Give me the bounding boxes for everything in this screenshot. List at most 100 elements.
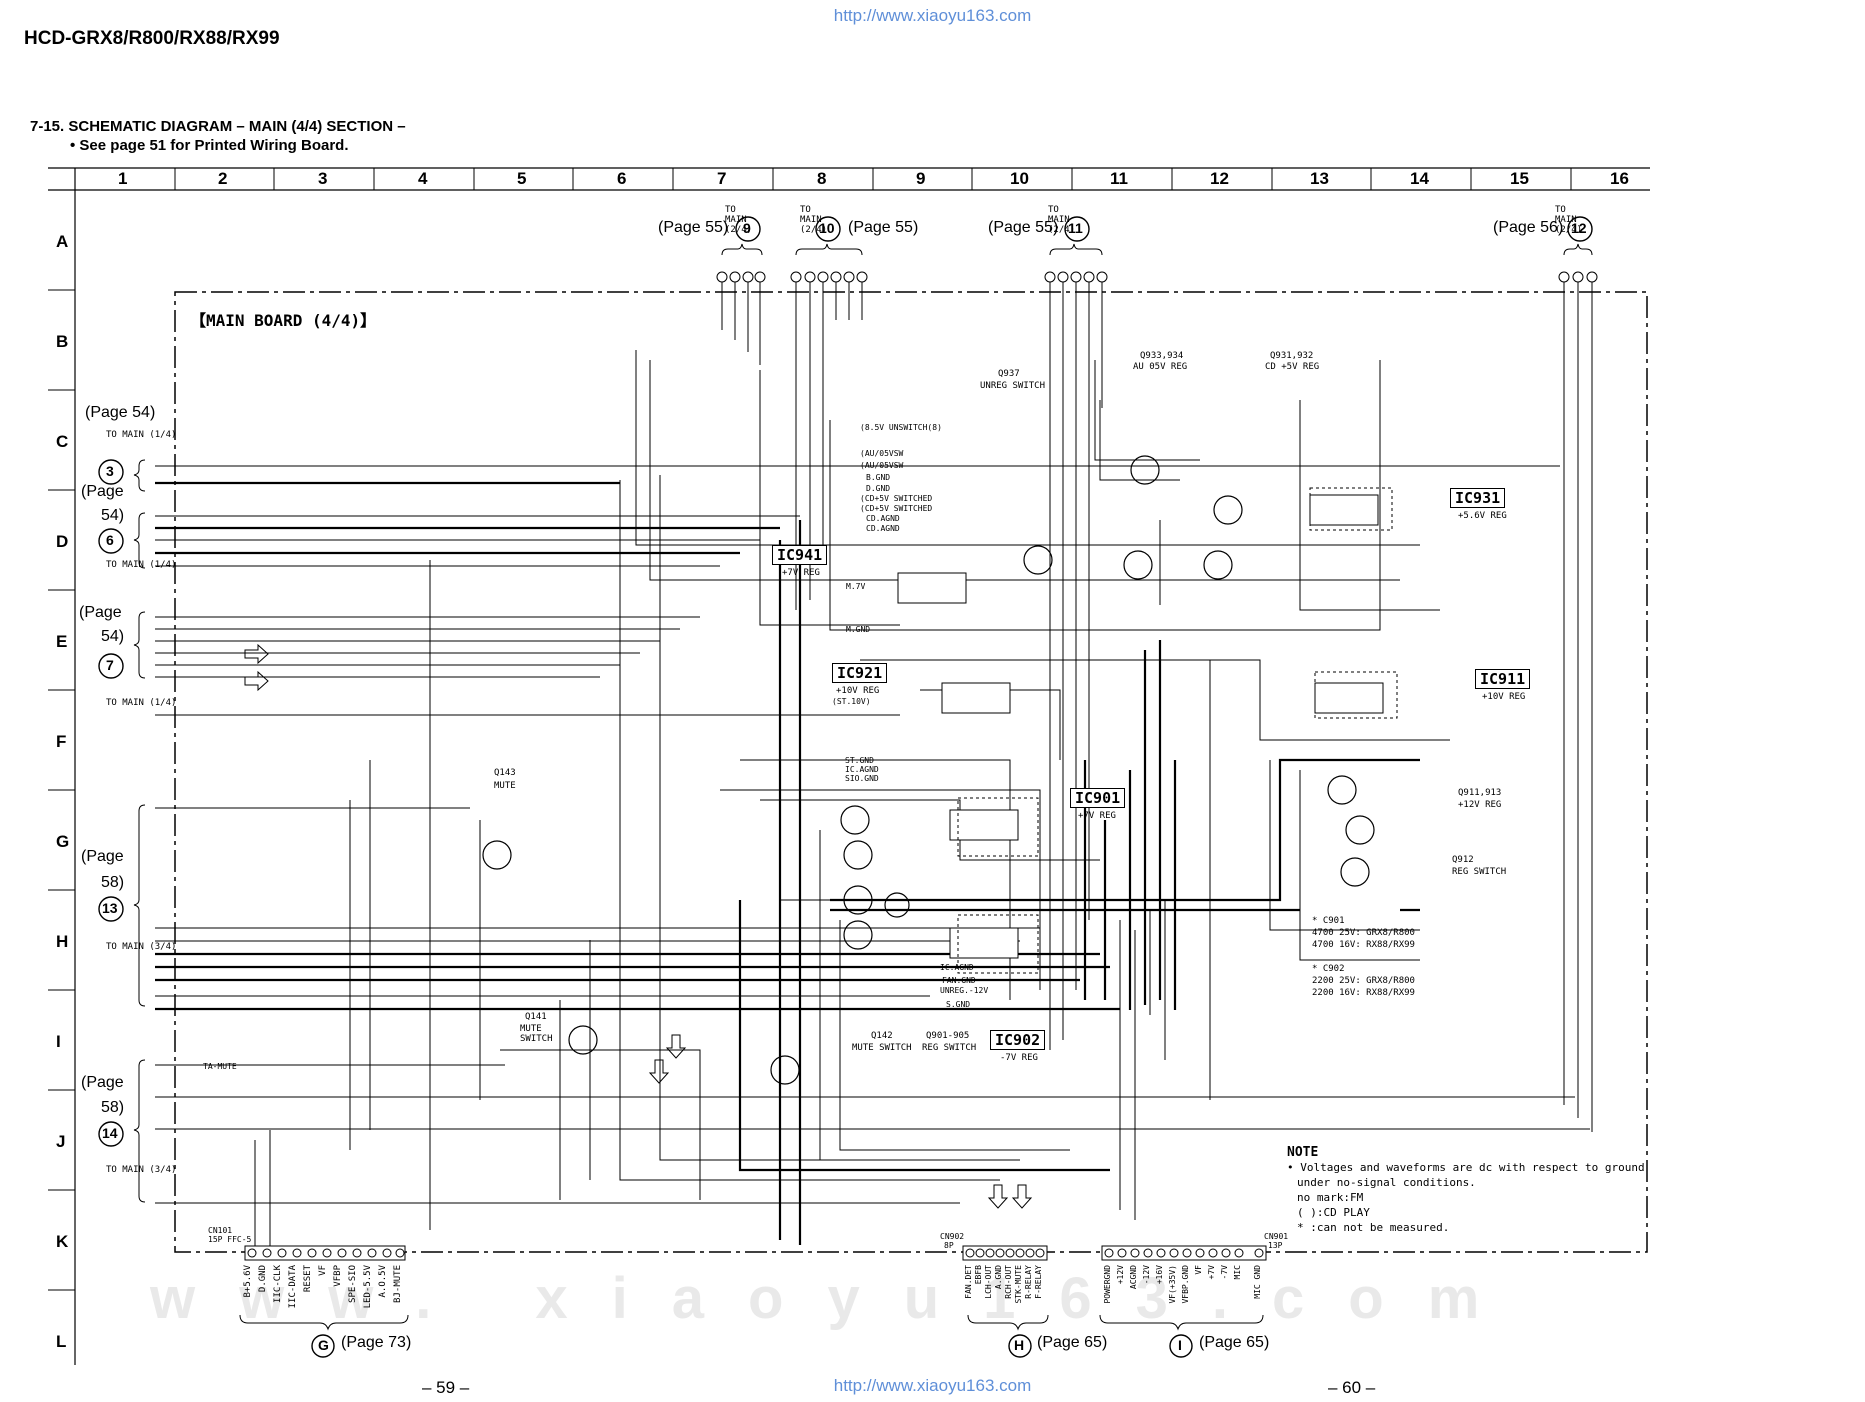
column-label: 10 [1010, 169, 1029, 188]
q901-label: Q901-905 [926, 1031, 970, 1041]
ic941-desc: +7V REG [782, 568, 820, 578]
source-url-bottom[interactable]: http://www.xiaoyu163.com [833, 1376, 1032, 1395]
to-main-label: TO MAIN (1/4) [106, 430, 177, 440]
to-main-label: TO MAIN (3/4) [106, 942, 177, 952]
bus-label: FAN.GND [942, 976, 976, 985]
cap-note-line: * C902 [1312, 964, 1345, 974]
to-main-label: TO MAIN (3/4) [106, 1165, 177, 1175]
row-label: J [56, 1132, 66, 1151]
to-main-label: TO MAIN (2/4) [1555, 205, 1583, 235]
bus-label: CD.AGND [866, 514, 900, 523]
cn901-pin: POWERGND [1103, 1265, 1112, 1304]
ref-letter: G [318, 1337, 329, 1353]
cn902-pin: F-RELAY [1034, 1265, 1043, 1299]
q933-label: Q933,934 [1140, 351, 1184, 361]
q912-desc: REG SWITCH [1452, 867, 1507, 877]
cn101-pin: IIC-DATA [288, 1265, 298, 1309]
q912-label: Q912 [1452, 855, 1474, 865]
page-ref: (Page 56) [1493, 219, 1564, 236]
page-ref: (Page 65) [1199, 1334, 1270, 1351]
column-label: 6 [617, 169, 627, 188]
ref-number: 6 [106, 532, 114, 548]
cn101-pin: D.GND [258, 1265, 268, 1293]
row-label: H [56, 932, 69, 951]
page-ref: (Page 55) [988, 219, 1059, 236]
capacitor-notes: * C901 4700 25V: GRX8/R800 4700 16V: RX8… [1312, 915, 1415, 999]
column-label: 4 [418, 169, 428, 188]
bus-label: D.GND [866, 484, 891, 493]
cap-note-line: 4700 25V: GRX8/R800 [1312, 928, 1415, 938]
cap-note-line: 4700 16V: RX88/RX99 [1312, 940, 1415, 950]
bus-label: S.GND [946, 1000, 971, 1009]
cn902-pin: EBFB [974, 1265, 983, 1285]
cn901-pin: ACGND [1129, 1265, 1138, 1290]
source-url-top[interactable]: http://www.xiaoyu163.com [833, 6, 1032, 25]
page-ref: (Page 65) [1037, 1334, 1108, 1351]
bus-label: M.7V [846, 582, 866, 591]
cap-note-line: 2200 25V: GRX8/R800 [1312, 976, 1415, 986]
cn101-pin: SPE-SIO [348, 1265, 358, 1303]
cn101-desc: 15P FFC-5 [208, 1235, 252, 1244]
bus-label: (CD+5V SWITCHED [860, 504, 933, 513]
column-label: 9 [916, 169, 926, 188]
page-number-right: – 60 – [1328, 1378, 1376, 1397]
cn101-pin: IIC-CLK [273, 1265, 283, 1303]
column-label: 13 [1310, 169, 1329, 188]
note-line: • Voltages and waveforms are dc with res… [1287, 1161, 1645, 1174]
column-index: 1 2 3 4 5 6 7 8 9 10 11 12 13 14 15 16 [0, 169, 1865, 189]
ref-number: 11 [1068, 220, 1083, 236]
bus-label: IC.AGND [845, 765, 879, 774]
bus-label: M.GND [846, 625, 871, 634]
cn901-pin: +12V [1116, 1265, 1125, 1285]
to-main-label: TO MAIN (2/4) [800, 205, 828, 235]
ic902-label: IC902 [990, 1030, 1046, 1050]
q933-desc: AU 05V REG [1133, 362, 1188, 372]
row-label: D [56, 532, 69, 551]
ic902-desc: -7V REG [1000, 1053, 1038, 1063]
note-line: no mark:FM [1297, 1191, 1364, 1204]
page-ref: (Page 73) [341, 1334, 412, 1351]
cn902-pin: FAN.DET [964, 1265, 973, 1299]
q141-desc: MUTE SWITCH [520, 1024, 553, 1044]
page-ref: (Page 55) [848, 219, 919, 236]
cn101-pin: A.O.5V [378, 1265, 388, 1298]
row-label: L [56, 1332, 67, 1351]
q937-label: Q937 [998, 369, 1020, 379]
bus-label: (AU/05VSW [860, 461, 904, 470]
to-main-label: TO MAIN (1/4) [106, 698, 177, 708]
column-label: 11 [1110, 169, 1128, 188]
column-label: 12 [1210, 169, 1229, 188]
row-label: I [56, 1032, 61, 1051]
bus-label: ST.GND [845, 756, 874, 765]
cn902-pin: A.GND [994, 1265, 1003, 1290]
row-label: B [56, 332, 69, 351]
bus-label: (8.5V UNSWITCH(8) [860, 423, 942, 432]
cn902-pin: R-RELAY [1024, 1265, 1033, 1299]
bus-label: CD.AGND [866, 524, 900, 533]
cn901-pin: +7V [1207, 1265, 1216, 1280]
page-ref: 58) [101, 1099, 125, 1116]
page-ref: (Page [81, 483, 124, 500]
q931-label: Q931,932 [1270, 351, 1314, 361]
page-ref: 54) [101, 628, 125, 645]
column-label: 14 [1410, 169, 1429, 188]
ic931-desc: +5.6V REG [1458, 511, 1507, 521]
ic901-desc: +7V REG [1078, 811, 1116, 821]
note-line: * :can not be measured. [1297, 1221, 1450, 1234]
cn902-label: CN902 [940, 1232, 965, 1241]
bus-label: (AU/05VSW [860, 449, 904, 458]
bus-label: UNREG.-12V [940, 986, 989, 995]
cn901-pin: MIC [1233, 1265, 1242, 1280]
ref-letter: I [1178, 1337, 1182, 1353]
cn901-pin: -12V [1142, 1265, 1151, 1285]
section-title: 7-15. SCHEMATIC DIAGRAM – MAIN (4/4) SEC… [30, 118, 406, 135]
row-label: E [56, 632, 68, 651]
ic931-label: IC931 [1450, 488, 1506, 508]
ic911-desc: +10V REG [1482, 692, 1526, 702]
bus-label: IC.AGND [940, 963, 974, 972]
ref-number: 13 [102, 900, 118, 916]
row-label: C [56, 432, 69, 451]
section-note: • See page 51 for Printed Wiring Board. [70, 137, 349, 154]
q141-label: Q141 [525, 1012, 547, 1022]
row-label: F [56, 732, 67, 751]
